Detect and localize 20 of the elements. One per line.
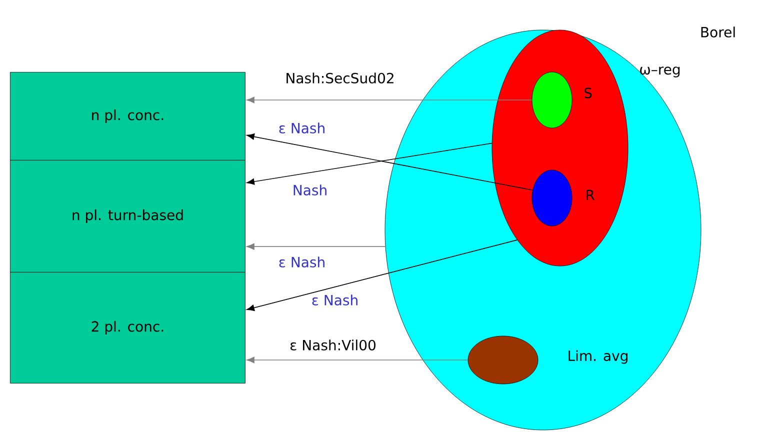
node-label: S [584, 88, 592, 98]
edge-label: Nash:SecSud02 [286, 72, 394, 84]
arrow [246, 96, 532, 104]
node-label: ω–reg [640, 66, 680, 78]
table-cell: n pl. turn-based [10, 160, 246, 272]
edge-label: ε Nash [279, 256, 324, 268]
edge-label: ε Nash [312, 294, 358, 306]
arrow [246, 240, 518, 311]
edge-label: Nash [294, 184, 326, 196]
arrow [246, 243, 386, 250]
arrow [246, 356, 468, 364]
edge-label: ε Nash [279, 122, 324, 134]
table-cell: n pl. conc. [10, 72, 246, 160]
arrow [246, 142, 492, 185]
edge-label: ε Nash:Vil00 [290, 340, 376, 350]
node-label: R [586, 190, 594, 200]
arrow [246, 133, 533, 191]
node-label: Lim. avg [568, 350, 628, 364]
node-label: Borel [701, 26, 735, 38]
table-cell: 2 pl. conc. [10, 272, 246, 384]
